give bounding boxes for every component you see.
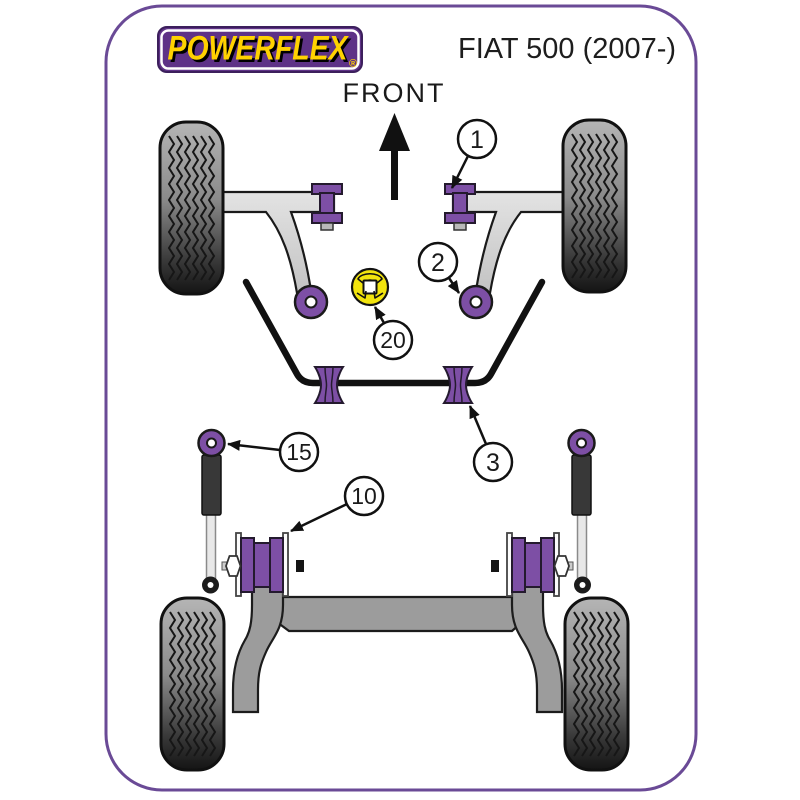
front-arm-rear-bush-right: [458, 284, 494, 320]
front-right-wheel: [563, 120, 626, 292]
front-left-wheel: [160, 122, 223, 294]
front-anti-roll-bar: [242, 278, 546, 387]
callout-20: 20: [372, 306, 414, 361]
logo-text-shadow: POWERFLEX: [170, 32, 352, 70]
callout-3-number: 3: [486, 449, 500, 477]
rear-left-wheel: [161, 598, 224, 770]
callout-15-number: 15: [286, 439, 312, 465]
rear-right-wheel: [565, 598, 628, 770]
callout-20-number: 20: [380, 327, 406, 353]
callout-15: 15: [227, 431, 320, 473]
front-label: FRONT: [343, 78, 446, 108]
callout-3: 3: [468, 405, 514, 483]
callout-2-number: 2: [431, 249, 445, 277]
callout-1-number: 1: [470, 126, 484, 154]
rear-beam-crossmember: [256, 595, 540, 633]
powerflex-logo: POWERFLEX POWERFLEX ®: [157, 26, 363, 73]
front-direction-arrow-icon: [379, 113, 410, 200]
callout-1: 1: [450, 118, 498, 189]
callout-10-number: 10: [351, 483, 377, 509]
logo-background: [157, 26, 363, 73]
logo-inner-border: [160, 29, 360, 70]
registered-trademark-icon: ®: [349, 58, 357, 70]
callout-2: 2: [417, 241, 461, 294]
lower-engine-mount-insert: [350, 267, 390, 307]
callout-10: 10: [290, 475, 385, 533]
logo-text: POWERFLEX: [168, 30, 350, 68]
front-arm-rear-bush-left: [293, 284, 329, 320]
model-title: FIAT 500 (2007-): [458, 33, 676, 65]
